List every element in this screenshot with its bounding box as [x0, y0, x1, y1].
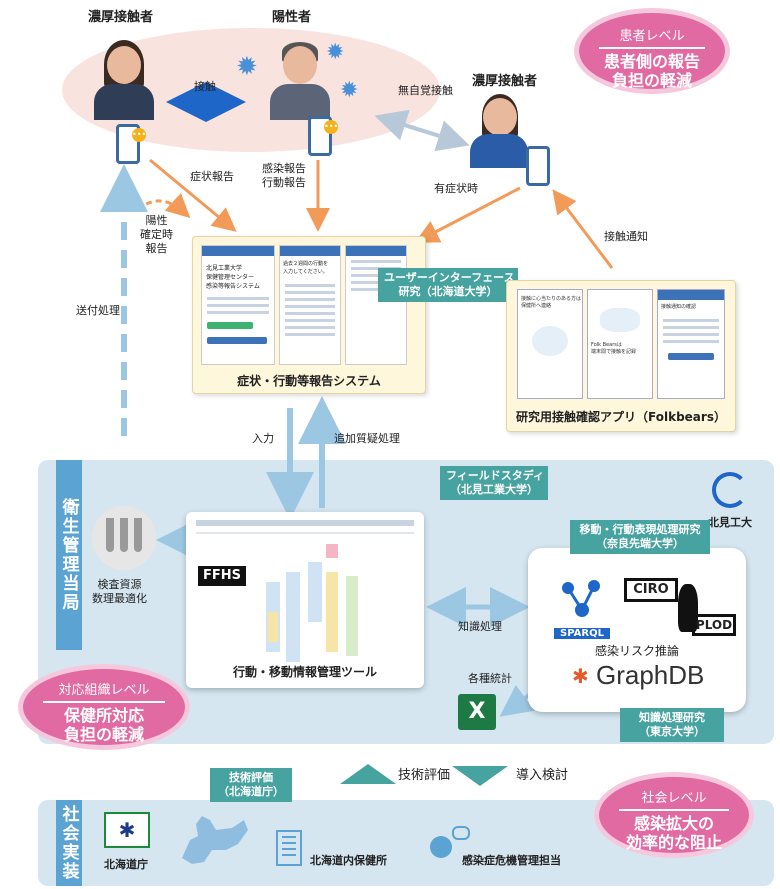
report-system-box: 北見工業大学 保健管理センター 感染等報告システム 過去２週間の行動を 入力して… [192, 236, 426, 394]
kitami-logo-icon [712, 472, 748, 508]
society-level-badge: 社会レベル 感染拡大の 効率的な阻止 [594, 772, 754, 858]
graphdb-logo-icon: ✱ [572, 664, 589, 688]
introduction-label: 導入検討 [516, 768, 569, 783]
org-level-head: 対応組織レベル [43, 679, 165, 703]
tech-eval-triangle [340, 764, 396, 784]
symptom-report-label: 症状報告 [190, 170, 234, 183]
ffhs-label: FFHS [198, 566, 246, 586]
management-tool-box: FFHS 行動・移動情報管理ツール [186, 512, 424, 688]
contact-label: 接触 [194, 80, 216, 93]
stats-label: 各種統計 [468, 672, 512, 685]
contact-notification-label: 接触通知 [604, 230, 648, 243]
confirmed-report-arrow [136, 192, 191, 219]
app-screen-c: 接触通知の確認 [657, 289, 725, 399]
hokkaido-gov-label: 北海道庁 [104, 858, 148, 871]
chat-bubble-positive-icon: ••• [324, 120, 338, 134]
ciro-label: CIRO [624, 578, 678, 602]
symptom-report-arrow [149, 158, 237, 232]
plod-label: PLOD [692, 614, 736, 636]
report-system-caption: 症状・行動等報告システム [237, 374, 381, 388]
virus-icon-2: ✹ [326, 40, 345, 65]
positive-person-title: 陽性者 [272, 10, 312, 25]
society-level-body: 感染拡大の 効率的な阻止 [625, 814, 722, 852]
crisis-mgmt-label: 感染症危機管理担当 [462, 854, 561, 867]
virus-icon-1: ✹ [236, 52, 258, 82]
officer-icon [430, 836, 452, 858]
social-impl-label: 社会実装 [56, 800, 82, 886]
knowledge-system-box: SPARQL CIRO PLOD 感染リスク推論 ✱ GraphDB [528, 548, 746, 712]
symptomatic-label: 有症状時 [434, 182, 478, 195]
app-screen-b: Folk Bearsは 端末間で接触を記録 [587, 289, 653, 399]
extra-query-label: 追加質疑処理 [334, 432, 400, 445]
unaware-contact-label: 無自覚接触 [398, 84, 453, 97]
patient-level-body: 患者側の報告 負担の軽減 [603, 52, 700, 90]
folkbears-app-box: 接触に心当たりのある方は 保健所へ連絡 Folk Bearsは 端末間で接触を記… [506, 280, 736, 432]
health-authority-label: 衛生管理当局 [56, 460, 82, 650]
mobility-research-tag: 移動・行動表現処理研究 （奈良先端大学） [570, 520, 710, 554]
test-resource-label: 検査資源 数理最適化 [92, 578, 147, 605]
field-study-tag: フィールドスタディ （北見工業大学） [440, 466, 548, 500]
report-screen-1: 北見工業大学 保健管理センター 感染等報告システム [201, 245, 275, 365]
health-centers-label: 北海道内保健所 [310, 854, 387, 867]
knowledge-processing-label: 知識処理 [458, 620, 502, 633]
kitami-label: 北見工大 [708, 516, 752, 529]
knowledge-research-tag: 知識処理研究 （東京大学） [620, 708, 724, 742]
speech-bubble-icon [452, 826, 470, 840]
phone-right-icon [526, 146, 550, 186]
close-contact-right-title: 濃厚接触者 [472, 74, 538, 89]
org-level-badge: 対応組織レベル 保健所対応 負担の軽減 [18, 664, 190, 750]
sparql-logo-icon: SPARQL [554, 576, 610, 639]
org-level-body: 保健所対応 負担の軽減 [63, 706, 144, 744]
excel-icon: X [458, 694, 496, 730]
patient-level-head: 患者レベル [599, 25, 705, 49]
report-screen-2: 過去２週間の行動を 入力してください。 [279, 245, 341, 365]
tech-eval-label: 技術評価 [398, 768, 451, 783]
test-tubes-icon [92, 506, 156, 570]
tool-caption: 行動・移動情報管理ツール [232, 665, 377, 679]
building-icon [276, 830, 302, 866]
chat-bubble-left-icon: ••• [132, 128, 146, 142]
close-contact-left-title: 濃厚接触者 [88, 10, 154, 25]
infection-report-label: 感染報告行動報告 [262, 162, 306, 189]
report-screen-3 [345, 245, 407, 365]
society-level-head: 社会レベル [619, 787, 729, 811]
introduction-triangle [452, 766, 508, 786]
contact-notify-arrow [552, 189, 614, 269]
sparql-label: SPARQL [554, 628, 610, 639]
app-screen-a: 接触に心当たりのある方は 保健所へ連絡 [517, 289, 583, 399]
person-left-icon [94, 40, 154, 120]
hokkaido-map-icon [172, 810, 250, 868]
tech-eval-tag: 技術評価 （北海道庁） [210, 768, 292, 802]
symptomatic-arrow [414, 186, 521, 243]
person-positive-icon [270, 40, 330, 120]
virus-icon-3: ✹ [340, 78, 359, 103]
folkbears-caption: 研究用接触確認アプリ（Folkbears） [516, 410, 726, 424]
unaware-arrow-b [374, 109, 463, 145]
risk-inference-label: 感染リスク推論 [594, 644, 679, 658]
send-processing-label: 送付処理 [76, 304, 120, 317]
patient-level-badge: 患者レベル 患者側の報告 負担の軽減 [574, 8, 730, 94]
person-right-icon [470, 94, 528, 168]
input-label: 入力 [252, 432, 274, 445]
ui-research-tag: ユーザーインターフェース 研究（北海道大学） [378, 268, 518, 302]
hokkaido-flag-icon: ✱ [104, 812, 150, 848]
confirmed-report-label: 陽性 確定時 報告 [140, 214, 173, 255]
graphdb-label: GraphDB [596, 660, 705, 690]
